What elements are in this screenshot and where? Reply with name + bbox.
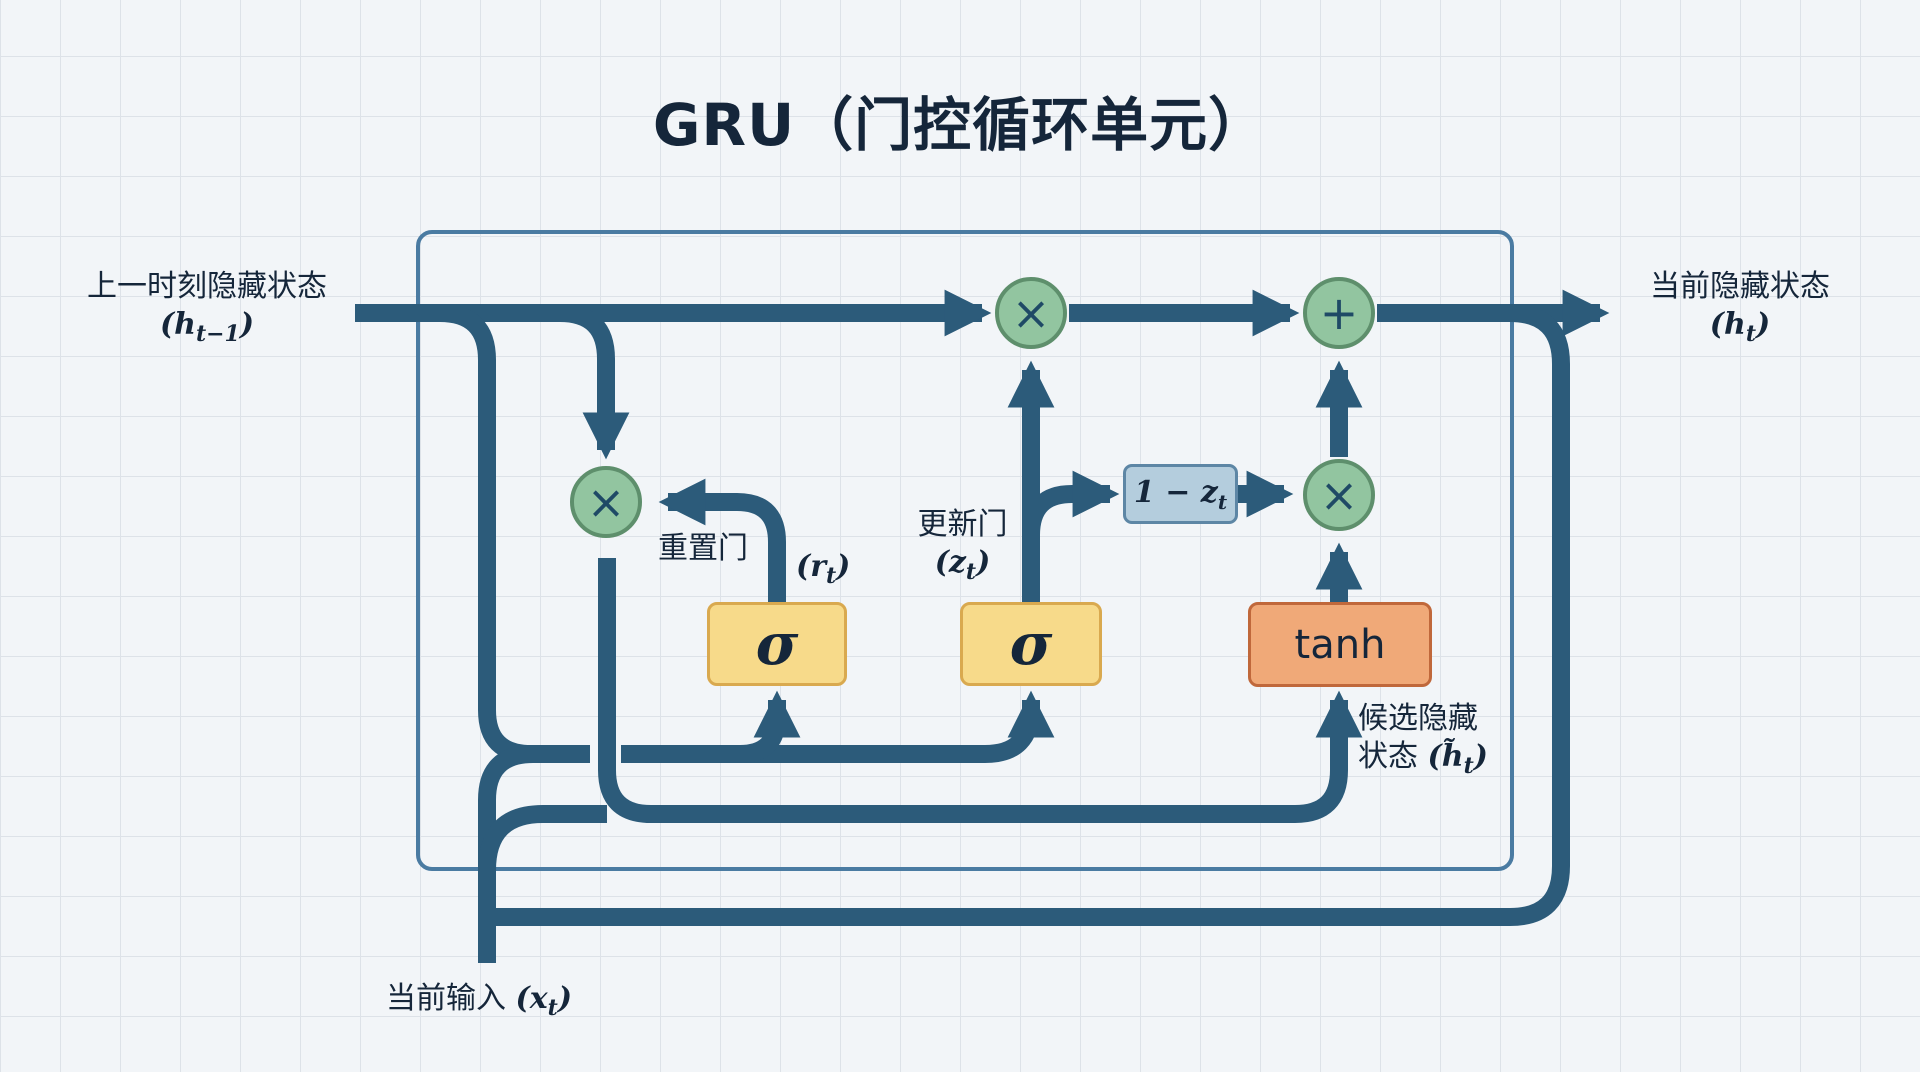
candidate-text-line2: 状态 (h̃t) — [1358, 738, 1488, 779]
tanh-label: tanh — [1294, 621, 1386, 668]
flow-prev-hidden-to-gates — [439, 304, 590, 763]
flow-update-to-one-minus-z — [1022, 470, 1120, 536]
reset-gate-sigma-box: σ — [707, 602, 847, 686]
multiply-icon: × — [1011, 286, 1051, 340]
reset-gate-symbol: (rt) — [796, 549, 851, 589]
sigma-symbol: σ — [1009, 610, 1053, 678]
current-hidden-label: 当前隐藏状态 (ht) — [1630, 268, 1850, 348]
flow-input-to-gates — [621, 690, 1055, 763]
flow-prev-hidden-to-reset-mult — [559, 304, 630, 460]
current-hidden-text: 当前隐藏状态 — [1650, 269, 1830, 304]
multiply-icon: × — [1319, 468, 1359, 522]
update-gate-label: 更新门 (zt) — [905, 506, 1020, 586]
candidate-tanh-box: tanh — [1248, 602, 1432, 687]
current-hidden-symbol: (ht) — [1709, 306, 1771, 347]
flow-input-vertical — [478, 745, 534, 963]
flow-reset-mult-to-tanh — [598, 558, 1363, 823]
current-input-text: 当前输入 — [386, 981, 506, 1016]
update-gate-symbol: (zt) — [934, 544, 991, 585]
one-minus-z-box: 1 − zt — [1123, 464, 1238, 524]
update-multiply-operator: × — [995, 277, 1067, 349]
current-input-label: 当前输入 (xt) — [386, 981, 573, 1021]
reset-gate-label: 重置门 — [658, 531, 748, 566]
update-gate-text: 更新门 — [917, 507, 1008, 542]
candidate-text-line1: 候选隐藏 — [1358, 701, 1478, 736]
flow-output-loop — [487, 304, 1570, 926]
candidate-state-label: 候选隐藏 状态 (h̃t) — [1358, 700, 1488, 780]
flow-input-to-tanh-branch — [478, 805, 607, 871]
flow-input-to-reset-sigma — [739, 690, 801, 763]
diagram-title: GRU（门控循环单元） — [652, 91, 1268, 159]
sigma-symbol: σ — [755, 610, 799, 678]
one-minus-z-label: 1 − zt — [1133, 474, 1228, 514]
prev-hidden-text: 上一时刻隐藏状态 — [87, 269, 327, 304]
flow-reset-sigma-to-reset-mult — [658, 478, 786, 602]
plus-icon: + — [1319, 286, 1359, 340]
prev-hidden-label: 上一时刻隐藏状态 (ht−1) — [62, 268, 352, 348]
reset-multiply-operator: × — [570, 466, 642, 538]
sum-operator: + — [1303, 277, 1375, 349]
multiply-icon: × — [586, 475, 626, 529]
update-gate-sigma-box: σ — [960, 602, 1102, 686]
prev-hidden-symbol: (ht−1) — [159, 306, 255, 347]
gru-cell-frame — [416, 230, 1514, 871]
candidate-multiply-operator: × — [1303, 459, 1375, 531]
